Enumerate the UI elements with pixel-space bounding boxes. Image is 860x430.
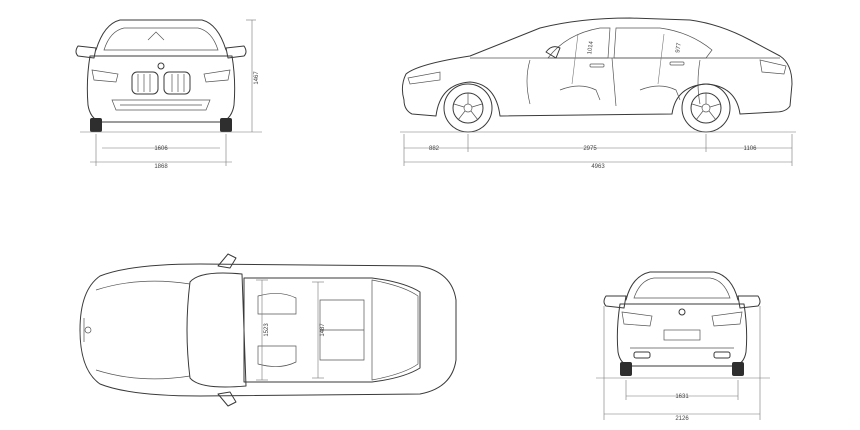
front-track-dim: 1606	[154, 146, 168, 152]
side-view: 1014 977 882 2975 1106 4963	[400, 17, 796, 170]
side-wheelbase-dim: 2975	[583, 146, 597, 152]
top-front-shoulder-dim: 1523	[264, 323, 270, 337]
front-view: 1467 1606 1868	[75, 19, 262, 170]
top-rear-shoulder-dim: 1487	[320, 323, 326, 337]
side-rear-overhang-dim: 1106	[744, 146, 758, 152]
rear-view: 1631 2126	[596, 271, 770, 422]
side-headroom-front-dim: 1014	[587, 40, 595, 55]
front-height-dim: 1467	[254, 71, 260, 85]
rear-track-dim: 1631	[675, 394, 689, 400]
top-view: 1523 1487	[79, 253, 457, 407]
rear-mirror-width-dim: 2126	[675, 416, 689, 422]
front-width-dim: 1868	[154, 164, 168, 170]
side-front-overhang-dim: 882	[429, 146, 440, 152]
side-length-dim: 4963	[591, 164, 605, 170]
side-headroom-rear-dim: 977	[675, 42, 682, 53]
